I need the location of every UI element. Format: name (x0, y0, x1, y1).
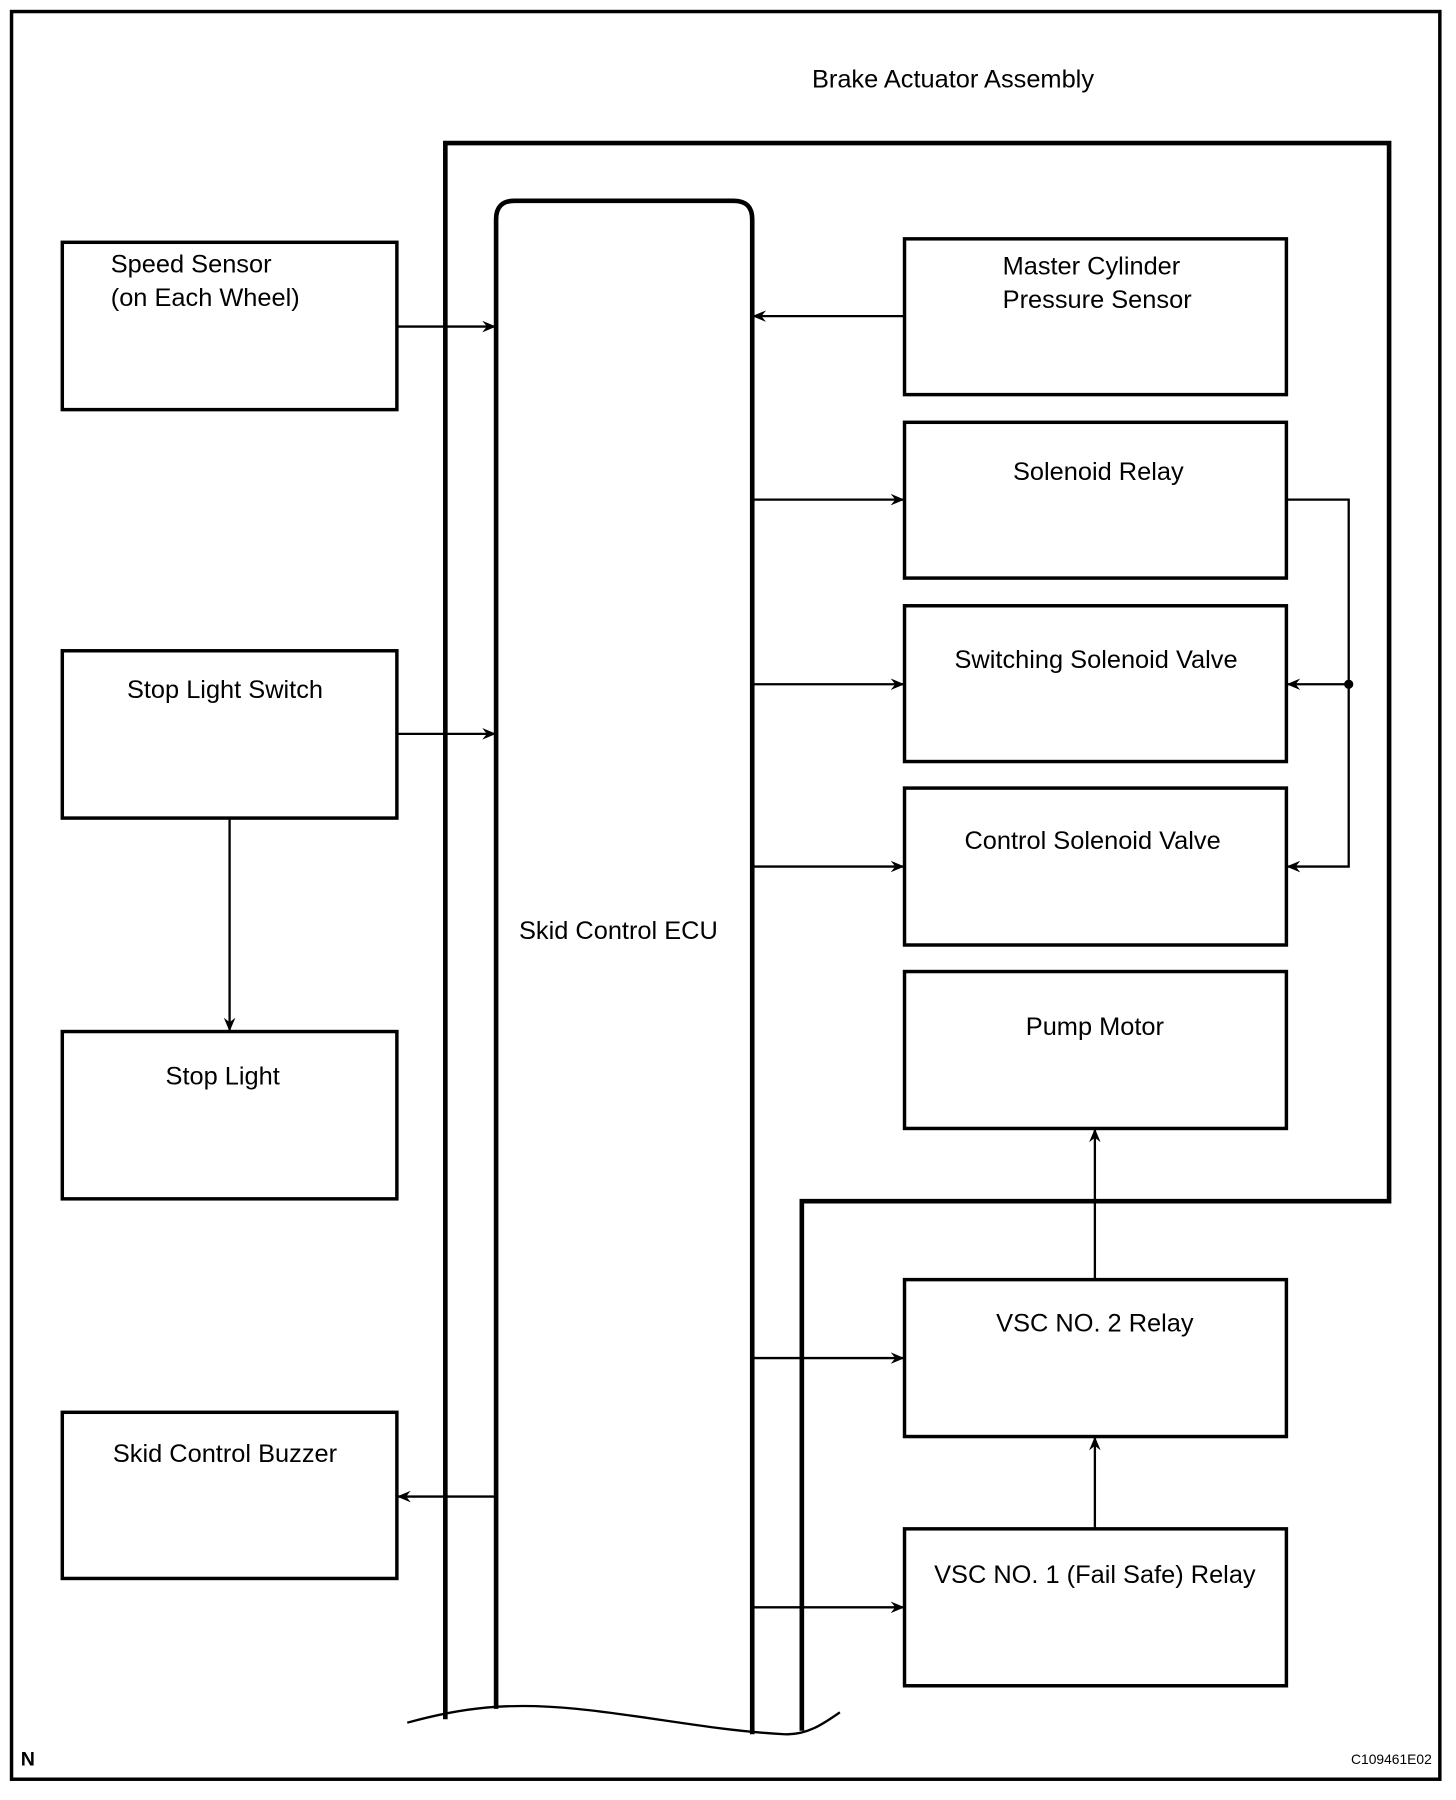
brake-actuator-assembly-boundary (443, 140, 1392, 1731)
pump-motor-label: Pump Motor (1026, 1013, 1165, 1041)
stop-light-switch-label: Stop Light Switch (127, 676, 323, 704)
break-line (406, 1704, 841, 1736)
solenoid-relay-block: Solenoid Relay (902, 420, 1289, 580)
vsc-no2-relay-block: VSC NO. 2 Relay (902, 1277, 1289, 1439)
stop-light-block: Stop Light (60, 1029, 399, 1201)
ecu-label: Skid Control ECU (519, 917, 718, 945)
buzzer-label: Skid Control Buzzer (113, 1440, 338, 1468)
mcps-label-2: Pressure Sensor (1003, 286, 1193, 314)
figure-code: C109461E02 (1351, 1751, 1432, 1767)
control-solenoid-valve-block: Control Solenoid Valve (902, 786, 1289, 947)
control-valve-label: Control Solenoid Valve (964, 827, 1220, 855)
corner-mark: N (21, 1748, 35, 1770)
diagram-title: Brake Actuator Assembly (812, 66, 1094, 94)
vsc2-relay-label: VSC NO. 2 Relay (996, 1310, 1194, 1338)
vsc1-relay-label: VSC NO. 1 (Fail Safe) Relay (934, 1561, 1256, 1589)
solenoid-relay-label: Solenoid Relay (1013, 458, 1184, 486)
skid-control-buzzer-block: Skid Control Buzzer (60, 1410, 399, 1581)
switching-solenoid-valve-block: Switching Solenoid Valve (902, 604, 1289, 764)
speed-sensor-label-2: (on Each Wheel) (111, 284, 300, 312)
stop-light-label: Stop Light (166, 1063, 280, 1091)
stop-light-switch-block: Stop Light Switch (60, 649, 399, 820)
mcps-label-1: Master Cylinder (1003, 253, 1181, 281)
speed-sensor-label-1: Speed Sensor (111, 250, 272, 278)
speed-sensor-block: Speed Sensor (on Each Wheel) (60, 240, 399, 412)
skid-control-ecu-block (493, 198, 755, 1735)
pump-motor-block: Pump Motor (902, 969, 1289, 1131)
outer-border (9, 9, 1442, 1781)
junction-dot (1344, 679, 1354, 689)
switching-valve-label: Switching Solenoid Valve (955, 646, 1238, 674)
vsc-no1-relay-block: VSC NO. 1 (Fail Safe) Relay (902, 1527, 1289, 1688)
master-cylinder-pressure-sensor-block: Master Cylinder Pressure Sensor (902, 237, 1289, 397)
